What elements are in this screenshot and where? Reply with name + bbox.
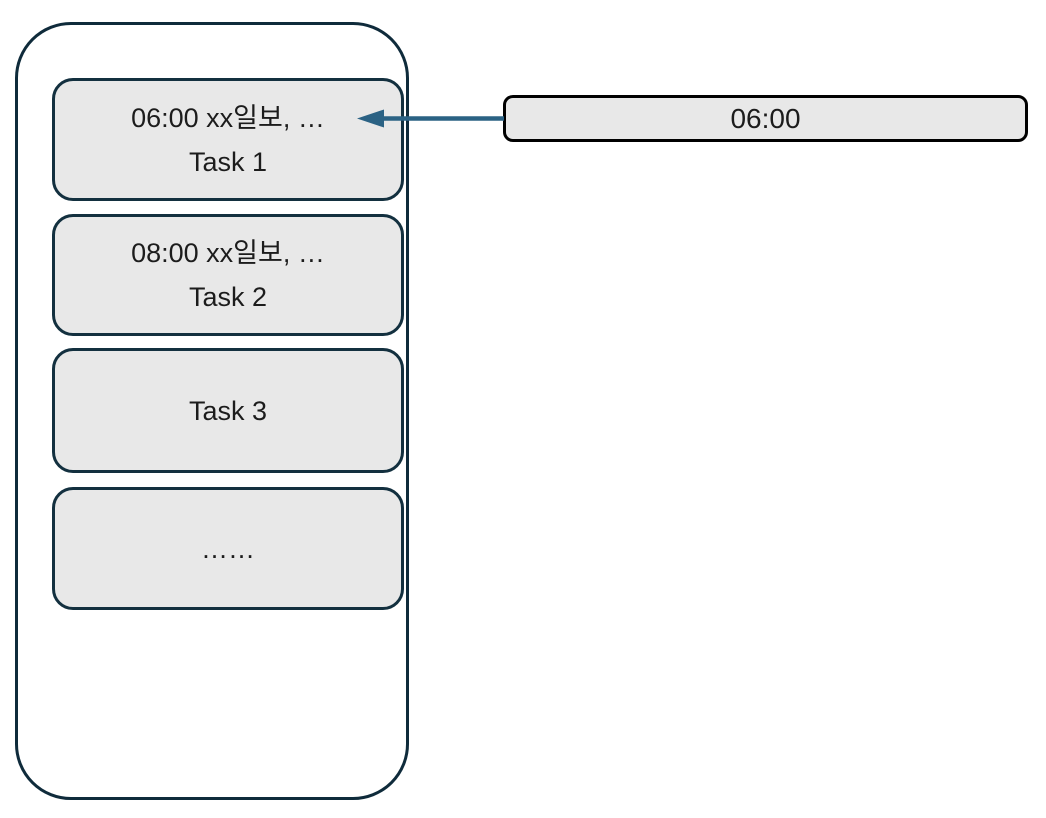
task-2-schedule-text: 08:00 xx일보, … bbox=[131, 238, 325, 268]
task-box-2: 08:00 xx일보, … Task 2 bbox=[52, 214, 404, 336]
task-1-label: Task 1 bbox=[188, 146, 268, 177]
task-ellipsis-label: …… bbox=[201, 533, 255, 564]
task-3-label: Task 3 bbox=[188, 395, 268, 426]
task-box-1: 06:00 xx일보, … Task 1 bbox=[52, 78, 404, 201]
task-box-4: …… bbox=[52, 487, 404, 610]
task-box-3: Task 3 bbox=[52, 348, 404, 473]
task-1-schedule-text: 06:00 xx일보, … bbox=[131, 102, 325, 133]
alarm-time-box: 06:00 bbox=[503, 95, 1028, 142]
task-2-label: Task 2 bbox=[188, 282, 268, 312]
phone-frame: 06:00 xx일보, … Task 1 08:00 xx일보, … Task … bbox=[15, 22, 409, 800]
alarm-time-label: 06:00 bbox=[730, 102, 801, 134]
